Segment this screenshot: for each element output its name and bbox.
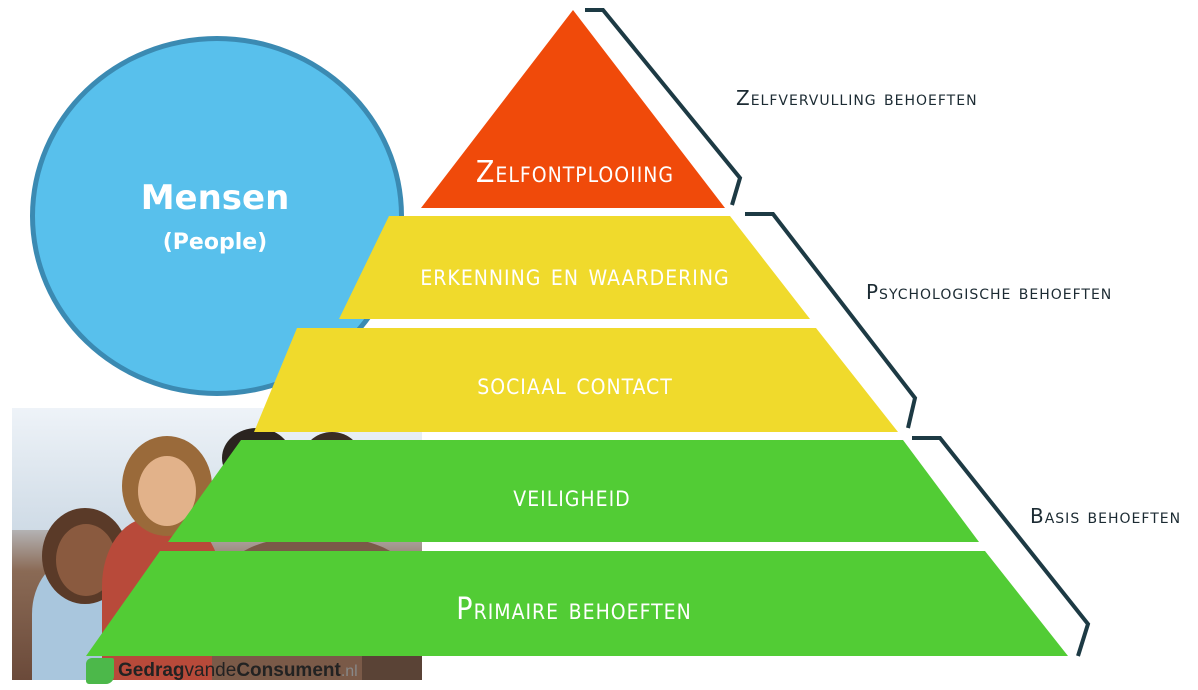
level-2-label: erkenning en waardering [420,258,729,293]
level-4-label: veiligheid [513,479,630,514]
circle-subtitle: (People) [162,230,268,255]
logo-text: GedragvandeConsument.nl [118,660,358,681]
bracket-middle [745,212,918,429]
group-label-top: Zelfvervulling behoeften [736,86,978,110]
level-5-shape [86,551,1068,656]
level-5-label: Primaire behoeften [456,592,691,627]
level-1-label: Zelfontplooiing [476,155,674,190]
group-label-middle: Psychologische behoeften [866,280,1113,304]
level-1-shape [421,10,725,208]
level-3-label: sociaal contact [477,367,673,402]
group-label-bottom: Basis behoeften [1030,504,1182,528]
circle-title: Mensen [140,178,290,218]
level-4-shape [168,440,979,542]
bracket-top [585,8,743,206]
level-2-shape [339,216,810,319]
logo-mark-icon [86,658,114,684]
level-3-shape [254,328,898,432]
site-logo: GedragvandeConsument.nl [86,656,358,686]
bracket-bottom [912,436,1091,657]
